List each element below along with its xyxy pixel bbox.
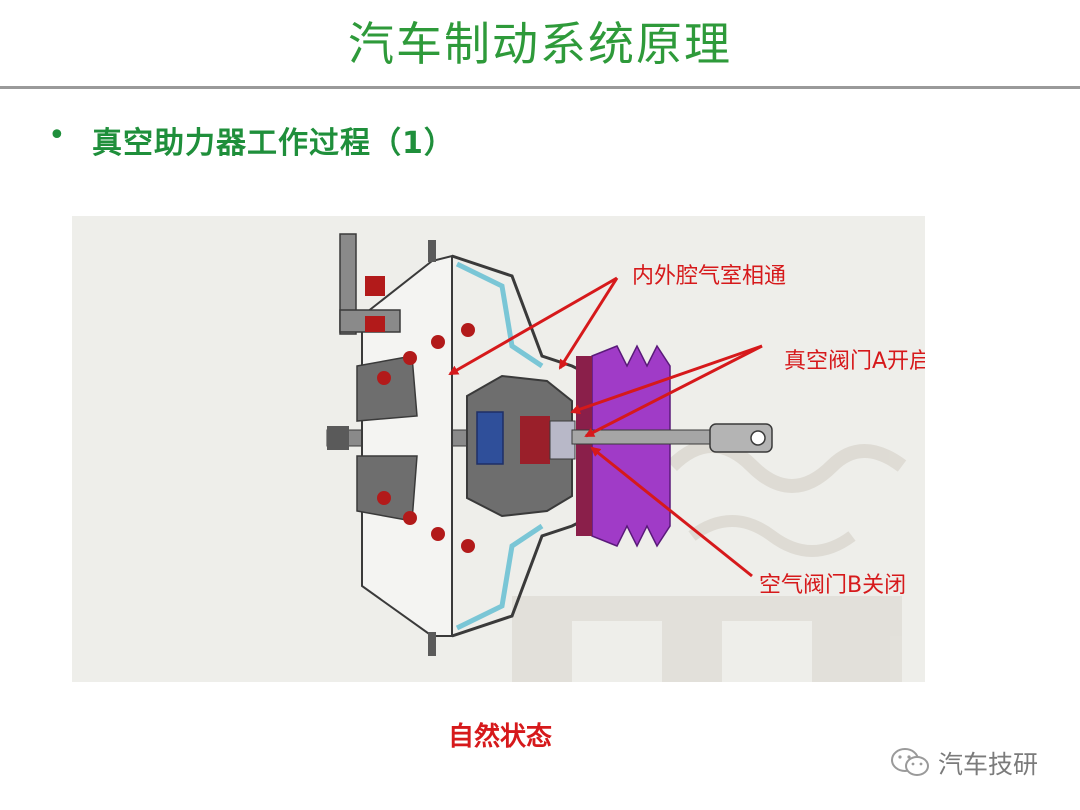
watermark: 汽车技研: [890, 745, 1038, 781]
mount-bracket: [339, 233, 357, 335]
front-plate-upper: [356, 355, 418, 422]
annotation-arrows: [448, 276, 763, 578]
stud-top: [428, 240, 436, 262]
background-ornament: [512, 439, 907, 682]
piston-body: [466, 374, 573, 518]
valve-plunger: [549, 420, 576, 460]
wechat-icon: [891, 748, 929, 776]
front-plate-lower: [356, 455, 418, 522]
mount-bolt-lower: [365, 316, 385, 332]
reaction-disc: [476, 411, 504, 465]
stud-bottom: [428, 632, 436, 656]
label-valve-a: 真空阀门A开启: [784, 349, 925, 374]
valve-seat: [520, 416, 550, 464]
mount-bolt-upper: [365, 276, 385, 296]
page-title: 汽车制动系统原理: [348, 17, 732, 71]
watermark-text: 汽车技研: [938, 750, 1039, 779]
label-valve-b: 空气阀门B关闭: [759, 573, 906, 598]
title-divider: [0, 86, 1080, 89]
bullet-marker: •: [48, 118, 66, 153]
return-spring-coils: [377, 323, 475, 553]
diaphragm-upper: [455, 261, 544, 369]
figure-caption: 自然状态: [447, 722, 552, 752]
vacuum-booster-diagram: 内外腔气室相通 真空阀门A开启 空气阀门B关闭: [72, 216, 925, 682]
clevis-hole: [750, 430, 766, 446]
diaphragm-lower: [455, 523, 544, 631]
section-title: 真空助力器工作过程（1）: [92, 126, 455, 161]
label-chamber: 内外腔气室相通: [632, 264, 786, 289]
output-rod-tip: [327, 426, 349, 450]
rear-seal: [576, 356, 592, 536]
rubber-boot: [591, 344, 671, 548]
